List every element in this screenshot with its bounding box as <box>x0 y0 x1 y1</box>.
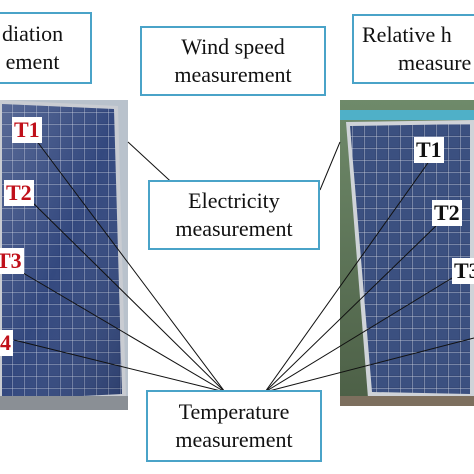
right-solar-panel-photo <box>340 100 474 406</box>
left-label-t4: 4 <box>0 330 13 356</box>
connector-left-t3 <box>17 269 226 393</box>
connector-right-t2 <box>264 221 441 393</box>
relative-humidity-measurement-box: Relative h measure <box>352 14 474 84</box>
electricity-measurement-box: Electricity measurement <box>148 180 320 250</box>
left-label-t2: T2 <box>4 180 34 206</box>
connector-right-panel-electricity <box>319 141 341 191</box>
radiation-box-line2: ement <box>5 49 60 74</box>
connector-left-t1 <box>35 139 226 393</box>
right-label-t1: T1 <box>414 137 444 163</box>
right-label-t3: T3 <box>452 258 474 284</box>
humidity-box-line2: measure <box>398 50 472 75</box>
connector-left-t2 <box>29 199 226 393</box>
electricity-box-line2: measurement <box>175 216 293 241</box>
radiation-measurement-box: diation ement <box>0 12 92 84</box>
wind-box-line2: measurement <box>174 62 292 87</box>
connector-right-t3 <box>264 277 453 393</box>
left-solar-panel-photo <box>0 100 128 410</box>
temperature-box-line1: Temperature <box>178 399 290 424</box>
wind-box-line1: Wind speed <box>181 34 285 59</box>
temperature-measurement-box: Temperature measurement <box>146 390 322 462</box>
connector-left-t4 <box>13 339 226 393</box>
connector-right-t4 <box>264 337 474 393</box>
right-label-t2: T2 <box>432 200 462 226</box>
humidity-box-line1: Relative h <box>362 22 452 47</box>
electricity-box-line1: Electricity <box>188 188 280 213</box>
left-label-t3: T3 <box>0 248 24 274</box>
connector-right-t1 <box>264 159 431 393</box>
right-panel-graphic <box>340 100 474 406</box>
temperature-box-line2: measurement <box>175 427 293 452</box>
radiation-box-line1: diation <box>2 21 64 46</box>
left-label-t1: T1 <box>12 117 42 143</box>
wind-speed-measurement-box: Wind speed measurement <box>140 26 326 96</box>
left-panel-graphic <box>0 100 128 410</box>
